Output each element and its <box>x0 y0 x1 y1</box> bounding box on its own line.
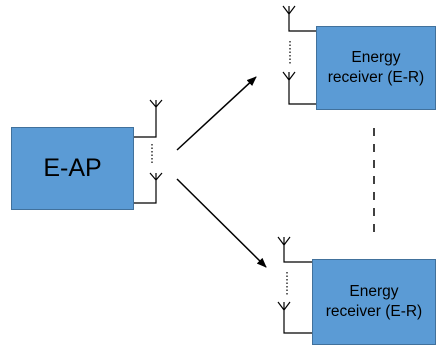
er2-antenna-bottom-icon <box>277 301 312 334</box>
receiver-1-label-line2: receiver (E-R) <box>327 69 425 86</box>
er1-antenna-bottom-icon <box>282 71 316 105</box>
er2-antenna-top-icon <box>277 236 312 263</box>
eap-antenna-bottom-icon <box>134 172 163 204</box>
arrow-to-receiver-2 <box>176 178 267 268</box>
arrow-to-receiver-1 <box>176 76 257 151</box>
eap-antenna-array <box>134 99 163 204</box>
receiver-1-label-line1: Energy <box>351 48 401 66</box>
er2-antenna-array <box>277 236 312 334</box>
receiver-2-label-line2: receiver (E-R) <box>325 303 423 320</box>
er1-antenna-top-icon <box>282 5 316 32</box>
energy-access-point-label: E-AP <box>43 154 102 182</box>
er1-antenna-array <box>282 5 316 105</box>
energy-receiver-box-2: Energy receiver (E-R) <box>312 259 436 345</box>
eap-antenna-top-icon <box>134 99 163 138</box>
energy-receiver-box-1: Energy receiver (E-R) <box>316 26 436 110</box>
receiver-2-label-line1: Energy <box>349 282 399 300</box>
energy-access-point-box: E-AP <box>11 127 134 210</box>
